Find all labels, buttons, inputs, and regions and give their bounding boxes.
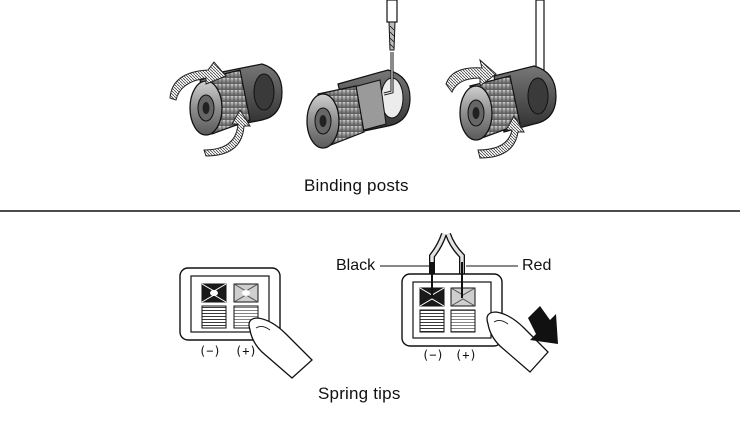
- spring-terminal-right: [380, 232, 558, 373]
- binding-post-2: [306, 0, 411, 149]
- black-wire-label: Black: [336, 257, 376, 274]
- binding-posts-caption: Binding posts: [304, 176, 409, 195]
- red-wire-label: Red: [522, 257, 552, 274]
- right-terminal-minus-label: (−): [422, 348, 444, 362]
- binding-post-1: [169, 61, 283, 157]
- spring-terminal-left: [179, 267, 313, 379]
- binding-post-3: [445, 0, 557, 159]
- left-terminal-minus-label: (−): [199, 344, 221, 358]
- right-terminal-plus-label: (+): [455, 348, 477, 362]
- spring-tips-caption: Spring tips: [318, 384, 401, 403]
- left-terminal-plus-label: (+): [235, 344, 257, 358]
